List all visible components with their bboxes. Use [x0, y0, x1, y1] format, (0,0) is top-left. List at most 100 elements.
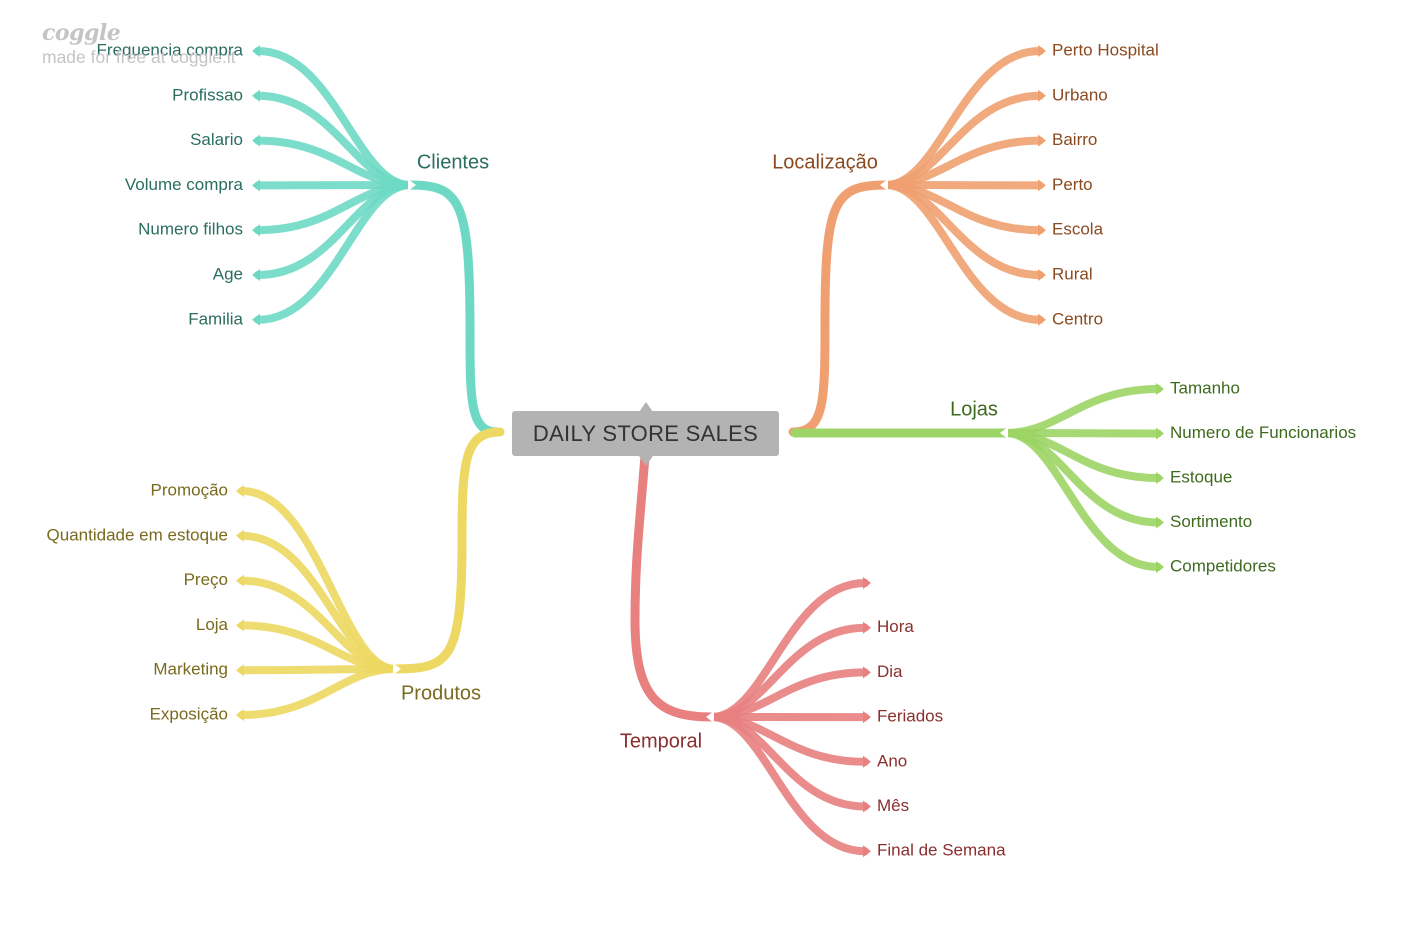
leaf-clientes-salario[interactable]: Salario — [190, 130, 243, 149]
edge-lojas-competidores — [1002, 429, 1162, 571]
coggle-logo: coggle — [42, 20, 121, 46]
leaf-lojas-numero-de-funcionarios[interactable]: Numero de Funcionarios — [1170, 423, 1356, 442]
arrow-lojas-2 — [1156, 472, 1164, 484]
arrow-clientes-1 — [252, 89, 260, 102]
arrow-localizacao-6 — [1038, 313, 1046, 326]
arrow-lojas-4 — [1156, 561, 1164, 573]
hub-chevron-temporal — [706, 711, 714, 723]
leaf-localizacao-bairro[interactable]: Bairro — [1052, 130, 1097, 149]
leaf-temporal-feriados[interactable]: Feriados — [877, 707, 943, 726]
leaf-produtos-quantidade-em-estoque[interactable]: Quantidade em estoque — [47, 525, 228, 544]
edge-clientes-frequencia-compra — [254, 47, 414, 189]
arrow-clientes-3 — [252, 179, 260, 192]
leaf-lojas-sortimento[interactable]: Sortimento — [1170, 512, 1252, 531]
leaf-temporal-hora[interactable]: Hora — [877, 617, 914, 636]
branch-label-temporal[interactable]: Temporal — [620, 730, 702, 752]
trunk-clientes — [405, 180, 502, 437]
leaf-temporal-mes[interactable]: Mês — [877, 796, 909, 815]
arrow-produtos-0 — [236, 485, 244, 497]
branch-label-lojas[interactable]: Lojas — [950, 398, 998, 420]
arrow-clientes-5 — [252, 269, 260, 281]
leaf-localizacao-centro[interactable]: Centro — [1052, 309, 1103, 328]
arrow-produtos-3 — [236, 619, 244, 632]
edge-produtos-exposicao — [238, 665, 399, 719]
arrow-temporal-4 — [863, 755, 871, 768]
edge-temporal-empty — [708, 579, 869, 721]
edge-localizacao-perto-hospital — [882, 47, 1044, 189]
branch-label-produtos[interactable]: Produtos — [401, 682, 481, 704]
arrow-lojas-3 — [1156, 516, 1164, 529]
leaf-lojas-tamanho[interactable]: Tamanho — [1170, 378, 1240, 397]
edge-localizacao-centro — [882, 181, 1044, 324]
arrow-localizacao-5 — [1038, 269, 1046, 281]
trunk-localizacao — [788, 180, 891, 437]
leaf-temporal-dia[interactable]: Dia — [877, 662, 903, 681]
leaf-clientes-numero-filhos[interactable]: Numero filhos — [138, 220, 243, 239]
trunk-produtos — [390, 427, 505, 674]
edge-localizacao-bairro — [882, 136, 1044, 189]
arrow-localizacao-0 — [1038, 45, 1046, 57]
edge-temporal-dia — [708, 668, 869, 721]
edge-clientes-familia — [254, 181, 414, 324]
arrow-clientes-0 — [252, 45, 260, 57]
arrow-temporal-3 — [863, 711, 871, 724]
leaf-clientes-age[interactable]: Age — [213, 264, 243, 283]
arrow-temporal-0 — [863, 577, 871, 589]
edge-lojas-tamanho — [1002, 385, 1162, 437]
root-node-label: DAILY STORE SALES — [532, 421, 759, 446]
hub-chevron-lojas — [1000, 427, 1008, 439]
arrow-produtos-1 — [236, 529, 244, 542]
arrow-localizacao-3 — [1038, 179, 1046, 192]
arrow-temporal-5 — [863, 800, 871, 813]
mindmap-labels: Frequencia compraProfissaoSalarioVolume … — [47, 40, 1357, 859]
arrow-clientes-4 — [252, 224, 260, 237]
leaf-temporal-final-de-semana[interactable]: Final de Semana — [877, 841, 1006, 860]
leaf-produtos-preco[interactable]: Preço — [184, 570, 228, 589]
arrow-clientes-2 — [252, 134, 260, 147]
arrow-localizacao-1 — [1038, 89, 1046, 102]
hub-chevron-produtos — [393, 663, 401, 675]
arrow-temporal-2 — [863, 666, 871, 679]
leaf-clientes-frequencia-compra[interactable]: Frequencia compra — [97, 40, 244, 59]
arrow-localizacao-4 — [1038, 224, 1046, 237]
mindmap-edges — [236, 45, 1164, 858]
leaf-clientes-familia[interactable]: Familia — [188, 309, 243, 328]
leaf-produtos-promocao[interactable]: Promoção — [151, 480, 228, 499]
leaf-localizacao-perto-hospital[interactable]: Perto Hospital — [1052, 40, 1159, 59]
hub-chevron-localizacao — [880, 179, 888, 191]
leaf-localizacao-perto[interactable]: Perto — [1052, 175, 1093, 194]
edge-temporal-final-de-semana — [708, 713, 869, 856]
arrow-temporal-1 — [863, 621, 871, 634]
branch-label-localizacao[interactable]: Localização — [772, 151, 878, 173]
leaf-localizacao-rural[interactable]: Rural — [1052, 264, 1093, 283]
arrow-temporal-6 — [863, 845, 871, 858]
hub-chevron-clientes — [408, 179, 416, 191]
leaf-localizacao-escola[interactable]: Escola — [1052, 220, 1104, 239]
edge-clientes-salario — [254, 136, 414, 189]
root-node[interactable] — [512, 411, 779, 456]
trunk-temporal — [630, 451, 717, 722]
root-node-notch-top — [639, 402, 653, 412]
root-node-notch-bottom — [639, 456, 653, 466]
edge-produtos-loja — [238, 621, 399, 673]
leaf-produtos-loja[interactable]: Loja — [196, 615, 229, 634]
leaf-lojas-estoque[interactable]: Estoque — [1170, 467, 1232, 486]
coggle-watermark-text: made for free at coggle.it — [42, 47, 236, 67]
leaf-temporal-ano[interactable]: Ano — [877, 751, 907, 770]
leaf-clientes-volume-compra[interactable]: Volume compra — [125, 175, 244, 194]
leaf-localizacao-urbano[interactable]: Urbano — [1052, 85, 1108, 104]
leaf-produtos-exposicao[interactable]: Exposição — [150, 704, 228, 723]
arrow-produtos-5 — [236, 709, 244, 721]
branch-label-clientes[interactable]: Clientes — [417, 151, 489, 173]
leaf-lojas-competidores[interactable]: Competidores — [1170, 556, 1276, 575]
arrow-produtos-2 — [236, 574, 244, 587]
leaf-clientes-profissao[interactable]: Profissao — [172, 85, 243, 104]
arrow-lojas-0 — [1156, 383, 1164, 395]
arrow-lojas-1 — [1156, 427, 1164, 440]
arrow-produtos-4 — [236, 664, 244, 677]
arrow-localizacao-2 — [1038, 134, 1046, 147]
arrow-clientes-6 — [252, 313, 260, 326]
coggle-watermark: coggle made for free at coggle.it — [42, 20, 236, 68]
leaf-produtos-marketing[interactable]: Marketing — [153, 660, 228, 679]
